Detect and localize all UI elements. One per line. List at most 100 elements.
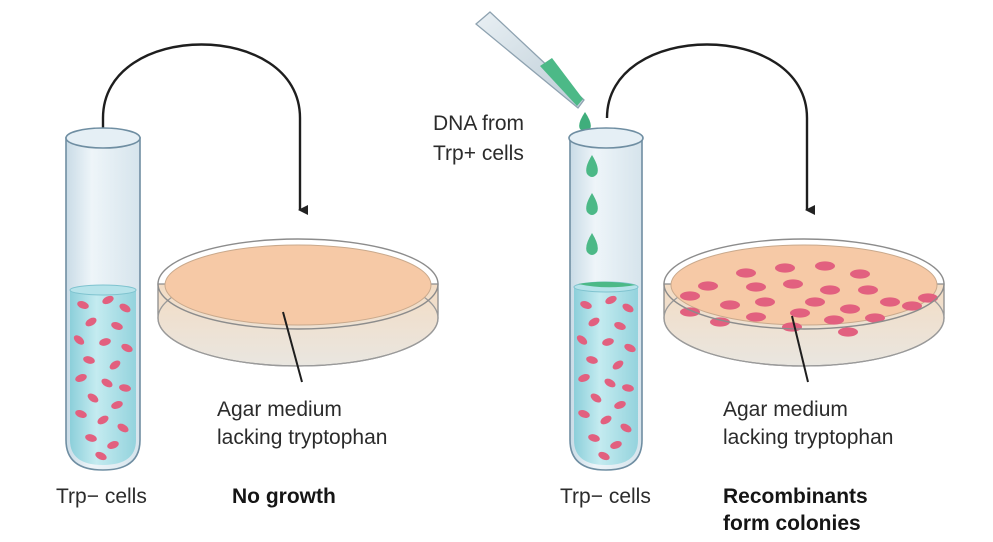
right-transfer-arrow xyxy=(605,43,815,215)
left-result-label: No growth xyxy=(232,485,336,508)
right-agar-label-line1: Agar medium xyxy=(723,398,848,421)
colony xyxy=(902,301,922,311)
colony xyxy=(775,263,795,273)
colony xyxy=(850,269,870,279)
dna-label-line1: DNA from xyxy=(433,112,524,135)
cell xyxy=(614,322,626,330)
dna-drop-3 xyxy=(586,233,598,255)
colony xyxy=(918,293,938,303)
right-tube-rim xyxy=(568,127,644,149)
dna-drop-2 xyxy=(586,193,598,215)
colony xyxy=(858,285,878,295)
left-test-tube xyxy=(65,127,141,471)
colony xyxy=(755,297,775,307)
cell xyxy=(101,378,113,388)
left-tube-rim xyxy=(65,127,141,149)
colony xyxy=(710,317,730,327)
cell xyxy=(85,317,97,327)
right-panel: DNA from Trp+ cells Agar medium lacking … xyxy=(433,11,945,535)
colony xyxy=(880,297,900,307)
bacterial-colonies xyxy=(680,261,938,337)
colony xyxy=(840,304,860,314)
pipette xyxy=(474,11,585,109)
colony xyxy=(783,279,803,289)
cell xyxy=(624,343,636,353)
cell xyxy=(610,441,622,449)
dna-label-line2: Trp+ cells xyxy=(433,142,524,165)
cell xyxy=(620,423,632,433)
right-test-tube xyxy=(568,127,644,471)
colony xyxy=(838,327,858,337)
colony xyxy=(680,307,700,317)
cell xyxy=(598,451,610,461)
left-tube-medium xyxy=(70,290,136,465)
cell xyxy=(95,451,107,461)
cell xyxy=(107,441,119,449)
cell xyxy=(614,401,626,409)
dna-layer xyxy=(578,281,636,288)
colony xyxy=(815,261,835,271)
colony xyxy=(805,297,825,307)
cell xyxy=(600,415,612,425)
right-agar-label-line2: lacking tryptophan xyxy=(723,426,893,449)
cell xyxy=(75,410,87,418)
left-tube-cells xyxy=(73,295,133,461)
left-agar-label-line2: lacking tryptophan xyxy=(217,426,387,449)
left-agar-leader xyxy=(282,311,303,383)
cell xyxy=(588,317,600,327)
cell xyxy=(119,303,131,313)
cell xyxy=(612,360,624,370)
colony xyxy=(820,285,840,295)
cell xyxy=(99,338,111,346)
cell xyxy=(578,410,590,418)
right-tube-medium xyxy=(574,287,638,465)
cell xyxy=(111,322,123,330)
colony xyxy=(865,313,885,323)
cell xyxy=(602,338,614,346)
cell xyxy=(586,356,598,364)
dna-drop-1 xyxy=(586,155,598,177)
cell xyxy=(97,415,109,425)
colony xyxy=(680,291,700,301)
colony xyxy=(824,315,844,325)
colony xyxy=(746,312,766,322)
falling-dna-drop xyxy=(579,112,591,132)
cell xyxy=(85,434,97,442)
cell xyxy=(622,303,634,313)
colony xyxy=(746,282,766,292)
cell xyxy=(109,360,121,370)
cell xyxy=(605,295,617,305)
colony xyxy=(720,300,740,310)
cell xyxy=(588,434,600,442)
cell xyxy=(119,384,131,392)
cell xyxy=(73,335,85,345)
left-petri-dish xyxy=(157,238,439,367)
cell xyxy=(576,335,588,345)
cell xyxy=(77,301,89,309)
cell xyxy=(102,295,114,305)
right-agar-leader xyxy=(791,315,809,383)
cell xyxy=(604,378,616,388)
right-result-line1: Recombinants xyxy=(723,485,868,508)
colony xyxy=(698,281,718,291)
cell xyxy=(121,343,133,353)
colony xyxy=(782,322,802,332)
cell xyxy=(590,393,602,403)
cell xyxy=(622,384,634,392)
left-agar-surface xyxy=(164,244,432,326)
right-result-line2: form colonies xyxy=(723,512,861,535)
cell xyxy=(75,374,87,382)
left-transfer-arrow xyxy=(101,43,308,290)
cell xyxy=(578,374,590,382)
cell xyxy=(111,401,123,409)
pipette-dna-fill xyxy=(540,58,583,106)
cell xyxy=(580,301,592,309)
right-tube-label: Trp− cells xyxy=(560,485,651,508)
left-panel: Agar medium lacking tryptophan Trp− cell… xyxy=(56,43,439,508)
right-tube-cells xyxy=(576,295,636,461)
colony xyxy=(736,268,756,278)
right-petri-dish xyxy=(663,238,945,367)
cell xyxy=(87,393,99,403)
cell xyxy=(117,423,129,433)
